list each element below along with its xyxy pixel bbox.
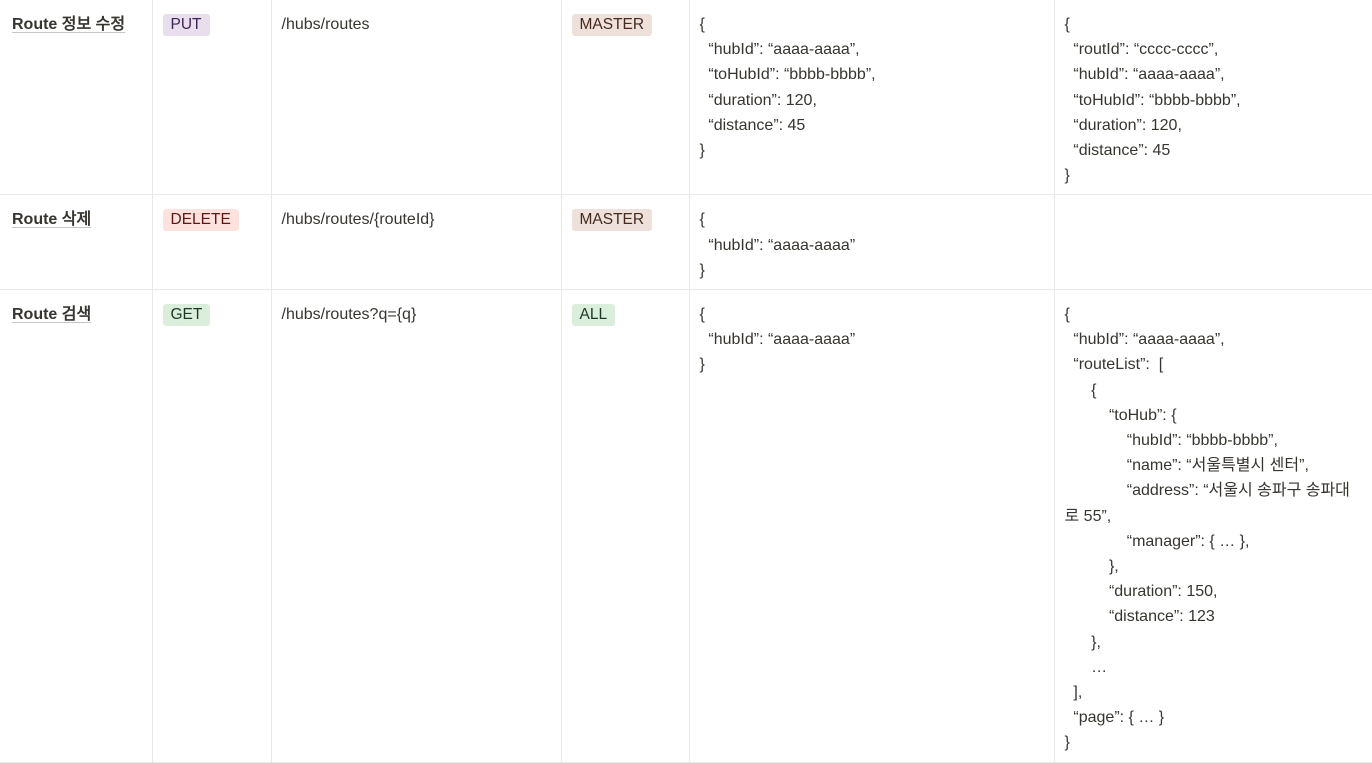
endpoint-path: /hubs/routes?q={q}: [281, 306, 417, 324]
code-line: “routeList”: [: [1064, 356, 1164, 374]
route-name-link[interactable]: Route 삭제: [12, 211, 92, 229]
role-tag: MASTER: [571, 14, 653, 36]
table-row: Route 삭제 DELETE /hubs/routes/{routeId} M…: [0, 194, 1372, 291]
request-body: { “hubId”: “aaaa-aaaa” }: [700, 302, 1044, 378]
code-line: …: [1064, 658, 1108, 676]
code-line: {: [1064, 306, 1070, 324]
code-line: “duration”: 120,: [1064, 116, 1182, 134]
code-line: “toHubId”: “bbbb-bbbb”,: [699, 66, 876, 84]
table-row: Route 검색 GET /hubs/routes?q={q} ALL { “h…: [0, 289, 1372, 763]
code-line: 로 55”,: [1064, 507, 1112, 525]
code-line: “page”: { … }: [1064, 709, 1165, 727]
route-name-link[interactable]: Route 검색: [12, 306, 92, 324]
code-line: }: [699, 142, 705, 160]
code-line: {: [1064, 381, 1097, 399]
path-cell: /hubs/routes: [270, 0, 561, 196]
code-line: }: [1064, 167, 1070, 185]
name-cell: Route 삭제: [0, 194, 152, 291]
code-line: “toHub”: {: [1064, 406, 1177, 424]
code-line: “hubId”: “aaaa-aaaa”,: [1064, 66, 1225, 84]
method-cell: PUT: [151, 0, 271, 196]
role-tag: MASTER: [571, 209, 653, 232]
response-body-cell: [1053, 194, 1372, 291]
code-line: “hubId”: “aaaa-aaaa”,: [699, 41, 860, 59]
code-line: “duration”: 120,: [699, 91, 817, 109]
code-line: “hubId”: “aaaa-aaaa”: [699, 236, 856, 254]
path-cell: /hubs/routes?q={q}: [270, 289, 561, 763]
code-line: },: [1064, 558, 1119, 576]
response-body: { “hubId”: “aaaa-aaaa”, “routeList”: [ {…: [1065, 302, 1363, 756]
code-line: “name”: “서울특별시 센터”,: [1064, 457, 1309, 475]
role-cell: MASTER: [560, 194, 689, 291]
code-line: “hubId”: “bbbb-bbbb”,: [1064, 432, 1278, 450]
request-body-cell: { “hubId”: “aaaa-aaaa”, “toHubId”: “bbbb…: [688, 0, 1054, 196]
code-line: }: [1064, 734, 1070, 752]
code-line: “duration”: 150,: [1064, 583, 1218, 601]
route-name-link[interactable]: Route 정보 수정: [12, 16, 126, 33]
code-line: “routId”: “cccc-cccc”,: [1064, 41, 1219, 59]
name-cell: Route 정보 수정: [0, 0, 152, 196]
endpoint-path: /hubs/routes/{routeId}: [281, 211, 435, 229]
request-body: { “hubId”: “aaaa-aaaa”, “toHubId”: “bbbb…: [700, 12, 1044, 163]
role-tag: ALL: [571, 304, 616, 327]
code-line: “distance”: 45: [699, 116, 806, 134]
code-line: “hubId”: “aaaa-aaaa”: [699, 331, 856, 349]
code-line: “distance”: 123: [1064, 608, 1215, 626]
code-line: {: [699, 211, 705, 229]
method-tag: GET: [162, 304, 211, 327]
code-line: },: [1064, 633, 1101, 651]
code-line: “distance”: 45: [1064, 142, 1171, 160]
code-line: }: [699, 261, 705, 279]
code-line: “manager”: { … },: [1064, 532, 1250, 550]
code-line: “hubId”: “aaaa-aaaa”,: [1064, 331, 1225, 349]
table-row: Route 정보 수정 PUT /hubs/routes MASTER { “h…: [0, 0, 1372, 196]
request-body-cell: { “hubId”: “aaaa-aaaa” }: [688, 289, 1054, 763]
code-line: {: [699, 306, 705, 324]
path-cell: /hubs/routes/{routeId}: [270, 194, 561, 291]
code-line: “address”: “서울시 송파구 송파대: [1064, 482, 1350, 500]
method-tag: PUT: [162, 14, 210, 36]
endpoint-path: /hubs/routes: [281, 16, 370, 33]
request-body-cell: { “hubId”: “aaaa-aaaa” }: [688, 194, 1054, 291]
code-line: }: [699, 356, 705, 374]
method-cell: DELETE: [151, 194, 271, 291]
code-line: ],: [1064, 684, 1083, 702]
name-cell: Route 검색: [0, 289, 152, 763]
method-cell: GET: [151, 289, 271, 763]
request-body: { “hubId”: “aaaa-aaaa” }: [700, 207, 1044, 283]
response-body: { “routId”: “cccc-cccc”, “hubId”: “aaaa-…: [1065, 12, 1363, 188]
code-line: “toHubId”: “bbbb-bbbb”,: [1064, 91, 1241, 109]
method-tag: DELETE: [162, 209, 239, 232]
code-line: {: [699, 16, 705, 33]
role-cell: ALL: [560, 289, 689, 763]
code-line: {: [1064, 16, 1070, 33]
response-body-cell: { “routId”: “cccc-cccc”, “hubId”: “aaaa-…: [1053, 0, 1372, 196]
response-body-cell: { “hubId”: “aaaa-aaaa”, “routeList”: [ {…: [1053, 289, 1372, 763]
role-cell: MASTER: [560, 0, 689, 196]
